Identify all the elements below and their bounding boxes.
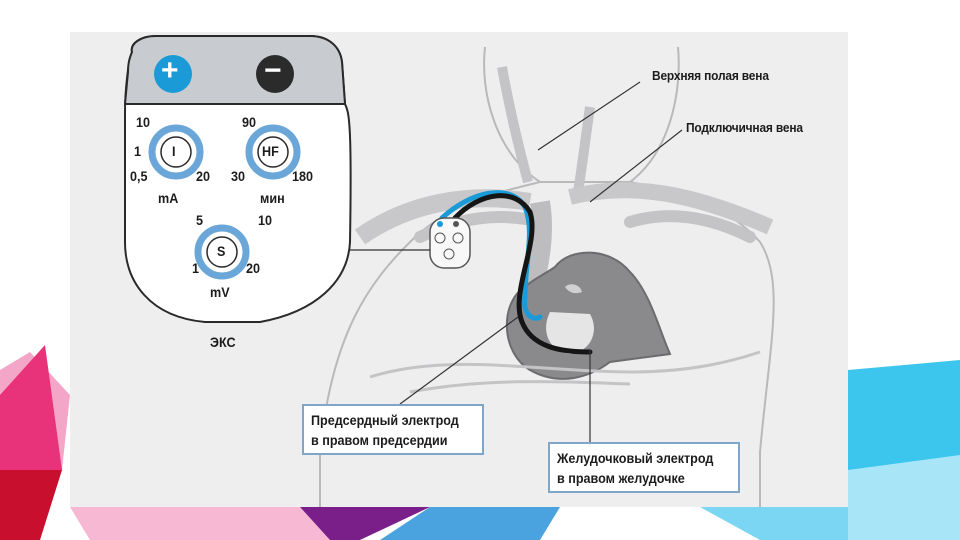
dial-current-low: 0,5 <box>130 168 148 184</box>
dial-sense-max2: 10 <box>258 212 272 228</box>
illustration-panel: + − I 10 1 0,5 20 mA HF 90 30 180 мин S … <box>70 32 848 507</box>
dial-current-max: 10 <box>136 114 150 130</box>
label-ventricular-electrode: Желудочковый электрод в правом желудочке <box>548 442 740 493</box>
leader-atrial-electrode <box>400 317 518 404</box>
atrial-electrode-line2: в правом предсердии <box>311 430 459 450</box>
minus-symbol: − <box>264 54 282 88</box>
plus-symbol: + <box>161 54 179 88</box>
dial-rate-max: 90 <box>242 114 256 130</box>
dial-current-unit: mA <box>158 190 178 206</box>
label-superior-vena-cava: Верхняя полая вена <box>652 68 769 83</box>
implanted-port-right <box>453 221 459 227</box>
device-name: ЭКС <box>210 334 236 350</box>
label-subclavian-vein: Подключичная вена <box>686 120 803 135</box>
implanted-pacemaker <box>430 218 470 268</box>
dial-sense-unit: mV <box>210 284 230 300</box>
dial-sense-symbol: S <box>217 243 225 259</box>
atrial-electrode-line1: Предсердный электрод <box>311 410 459 430</box>
slide-decor-cyan-bottom <box>700 507 848 540</box>
ventricular-electrode-line1: Желудочковый электрод <box>557 448 713 468</box>
implanted-port-left <box>437 221 443 227</box>
dial-rate-unit: мин <box>260 190 285 206</box>
slide-decor-red <box>0 470 62 540</box>
label-atrial-electrode: Предсердный электрод в правом предсердии <box>302 404 484 455</box>
dial-sense-low: 1 <box>192 260 199 276</box>
slide-decor-pink-bottom <box>70 507 330 540</box>
dial-current-high: 20 <box>196 168 210 184</box>
rib-line-2 <box>410 382 630 392</box>
dial-current-knob <box>161 137 191 167</box>
dial-rate-low: 30 <box>231 168 245 184</box>
jugular-vein-left <box>502 67 528 182</box>
dial-sense-max: 5 <box>196 212 203 228</box>
dial-current-min: 1 <box>134 143 141 159</box>
dial-rate-symbol: HF <box>262 143 279 159</box>
dial-current-symbol: I <box>172 143 176 159</box>
ventricular-electrode-line2: в правом желудочке <box>557 468 713 488</box>
dial-sense-high: 20 <box>246 260 260 276</box>
dial-rate-high: 180 <box>292 168 313 184</box>
